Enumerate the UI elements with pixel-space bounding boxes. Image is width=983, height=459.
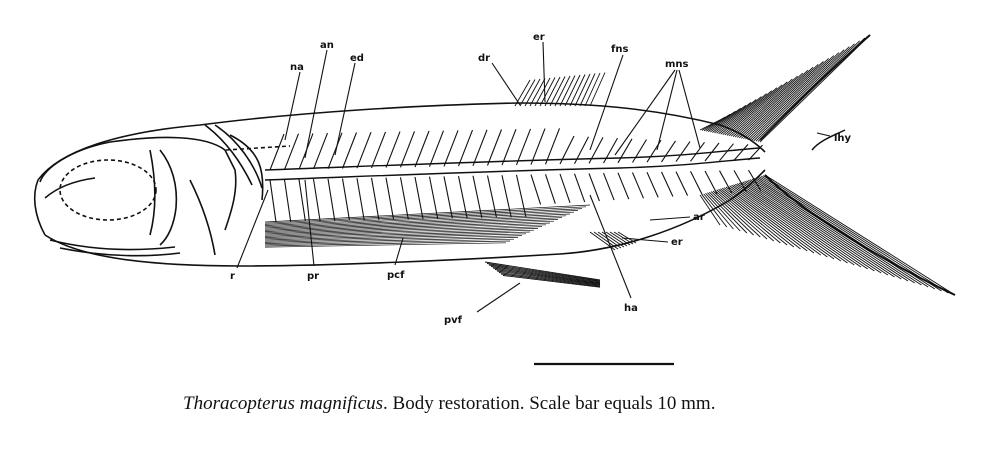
- neural-spine: [430, 131, 444, 167]
- neural-spine: [589, 137, 603, 163]
- label-ar: ar: [693, 212, 705, 223]
- caudal-fin-ray: [708, 108, 740, 131]
- caudal-fin-ray: [754, 178, 915, 283]
- neural-spine: [575, 137, 589, 164]
- rib: [285, 180, 291, 222]
- caudal-fin-ray: [741, 61, 823, 138]
- pectoral-fin-ray: [265, 237, 518, 243]
- label-an: an: [320, 40, 334, 51]
- neural-spine: [691, 142, 705, 161]
- neural-spine: [386, 132, 400, 168]
- neural-spine: [488, 130, 502, 166]
- rib: [401, 177, 409, 219]
- neural-spine: [531, 129, 545, 165]
- neural-spine: [415, 131, 429, 167]
- caudal-fin-ray: [750, 180, 901, 279]
- rib: [299, 179, 305, 221]
- rib: [415, 177, 423, 219]
- caudal-fin-ray: [735, 184, 847, 263]
- rib: [633, 173, 644, 199]
- pectoral-fin: [265, 205, 590, 247]
- neural-spine: [720, 144, 734, 161]
- caudal-fin-ray: [754, 44, 855, 141]
- rib: [343, 179, 350, 221]
- rib: [575, 174, 585, 202]
- label-ha: ha: [624, 303, 638, 314]
- neural-spine: [285, 134, 299, 170]
- rib: [691, 171, 703, 194]
- pelvic-fin: [485, 262, 600, 287]
- rib: [647, 172, 658, 197]
- caudal-fin-ray: [743, 182, 875, 271]
- caudal-fin-ray: [706, 193, 741, 231]
- rib: [314, 179, 321, 221]
- neural-spine: [604, 138, 618, 163]
- label-na: na: [290, 62, 304, 73]
- label-r: r: [230, 271, 235, 282]
- label-dr: dr: [478, 53, 490, 64]
- label-fns: fns: [611, 44, 628, 55]
- rib: [386, 178, 394, 220]
- rib: [372, 178, 379, 220]
- neural-spine: [662, 141, 676, 162]
- neural-spine: [546, 128, 560, 164]
- caudal-fin-ray: [739, 64, 818, 138]
- caudal-fin-ray: [746, 56, 834, 140]
- neural-spine: [401, 131, 415, 167]
- labels: an na ed dr er fns mns lhy ar er ha pvf …: [230, 32, 852, 326]
- neural-spine: [633, 140, 647, 163]
- caudal-fin-ray: [746, 181, 887, 275]
- rib: [705, 171, 717, 194]
- label-pcf: pcf: [387, 270, 405, 281]
- rib: [270, 180, 276, 222]
- neural-spine: [734, 144, 748, 160]
- rib: [546, 174, 556, 203]
- label-lhy: lhy: [834, 133, 852, 144]
- label-pr: pr: [307, 271, 319, 282]
- caudal-fin-ray: [750, 50, 844, 140]
- caudal-fin-ray: [743, 58, 828, 138]
- neural-spine: [676, 142, 690, 162]
- caudal-fin-ray: [739, 183, 861, 267]
- caudal-fin-ray: [748, 53, 839, 140]
- caudal-fin-ray: [763, 176, 948, 293]
- neural-spine: [473, 130, 487, 166]
- rib: [604, 173, 615, 200]
- neural-spine: [502, 129, 516, 165]
- anal-fin: [590, 232, 636, 250]
- label-mns: mns: [665, 59, 689, 70]
- neural-spine: [357, 132, 371, 168]
- rib: [618, 173, 629, 199]
- neural-spine: [444, 130, 458, 166]
- rib: [430, 177, 438, 219]
- rib: [560, 174, 570, 203]
- rib: [676, 172, 688, 196]
- rib: [531, 175, 541, 205]
- rib: [328, 179, 335, 221]
- neural-spine: [372, 132, 386, 168]
- neural-spine: [618, 139, 632, 163]
- neural-spine: [314, 133, 328, 169]
- rib: [357, 178, 364, 220]
- label-er-anal: er: [671, 237, 683, 248]
- neural-spine: [328, 133, 342, 169]
- tail-fin: [700, 35, 955, 295]
- head: [35, 125, 290, 256]
- label-pvf: pvf: [444, 315, 463, 326]
- rib: [662, 172, 673, 197]
- neural-spine: [270, 134, 284, 170]
- label-ed: ed: [350, 53, 364, 64]
- rib: [473, 176, 482, 218]
- caption-species: Thoracopterus magnificus: [183, 393, 383, 414]
- dorsal-fin: [515, 73, 605, 107]
- figure-caption: Thoracopterus magnificus. Body restorati…: [183, 393, 963, 415]
- neural-spine: [343, 133, 357, 169]
- vertebral-column: [265, 128, 763, 222]
- neural-spine: [517, 129, 531, 165]
- neural-spine: [459, 130, 473, 166]
- caption-text: . Body restoration. Scale bar equals 10 …: [383, 393, 715, 414]
- label-er-top: er: [533, 32, 545, 43]
